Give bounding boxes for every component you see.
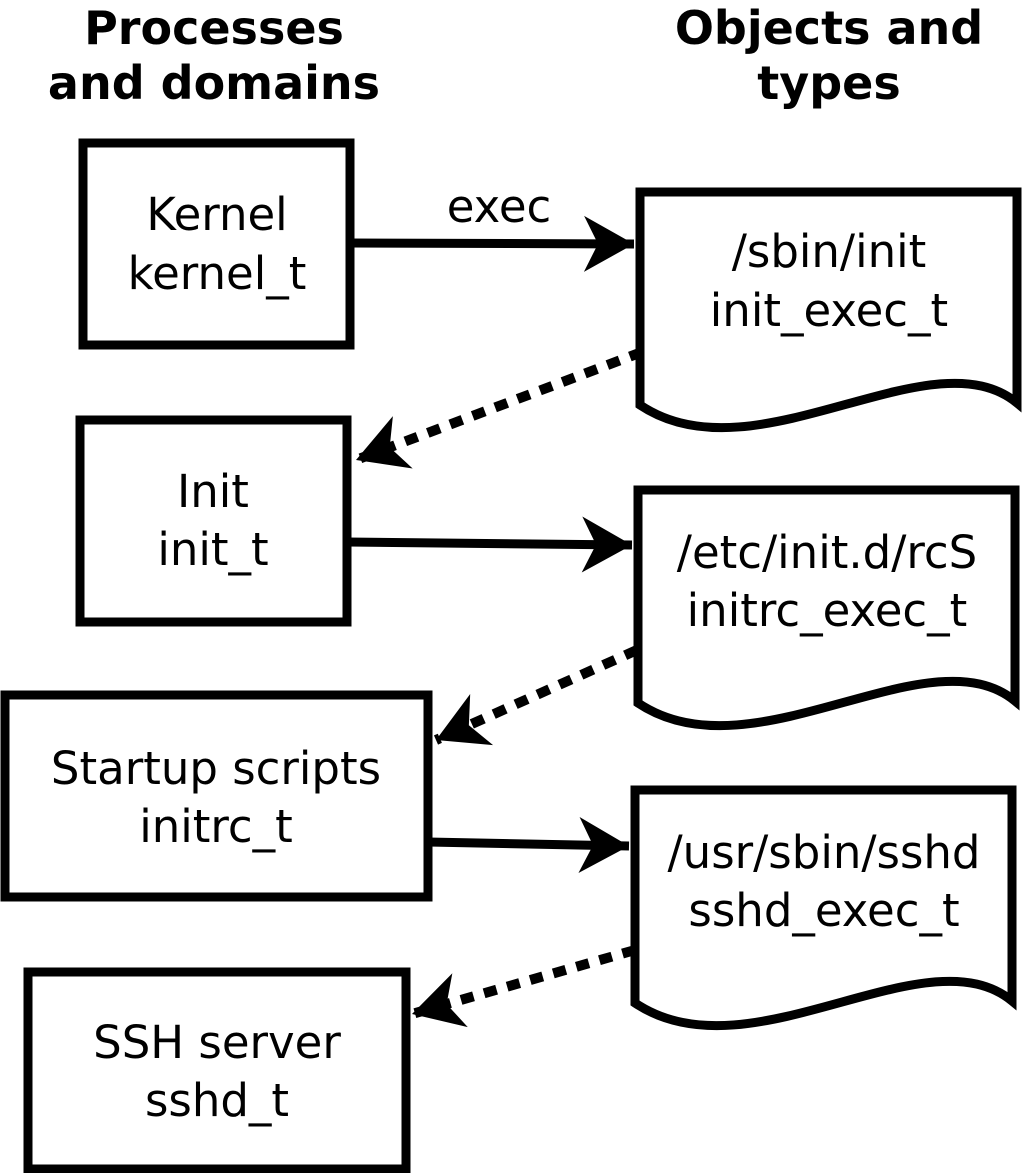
startup-scripts-box xyxy=(0,690,433,902)
process-box-init: Init init_t xyxy=(75,415,352,627)
etc-initd-rcs-doc-type: initrc_exec_t xyxy=(687,584,968,637)
kernel-box-label: Kernel xyxy=(146,188,287,241)
right-header-line1: Objects and xyxy=(675,1,983,55)
process-box-kernel: Kernel kernel_t xyxy=(78,138,355,350)
kernel-box xyxy=(78,138,355,350)
sbin-init-doc-type: init_exec_t xyxy=(710,284,948,337)
object-doc-sbin-init: /sbin/init init_exec_t xyxy=(635,187,1022,433)
left-header-line1: Processes xyxy=(84,1,344,55)
init-box-domain: init_t xyxy=(157,523,268,576)
exec-arrow-label: exec xyxy=(447,180,552,233)
usr-sbin-sshd-doc-path: /usr/sbin/sshd xyxy=(668,826,981,879)
process-box-ssh-server: SSH server sshd_t xyxy=(23,967,411,1173)
ssh-server-box-domain: sshd_t xyxy=(145,1074,289,1127)
process-box-startup-scripts: Startup scripts initrc_t xyxy=(0,690,433,902)
exec-arrow-init-to-rcs xyxy=(346,516,633,573)
ssh-server-box xyxy=(23,967,411,1173)
transition-arrow-init-exec-to-init-t xyxy=(354,347,644,469)
etc-initd-rcs-doc-shape xyxy=(633,485,1020,731)
ssh-server-box-label: SSH server xyxy=(93,1016,341,1069)
startup-scripts-box-domain: initrc_t xyxy=(139,800,293,853)
kernel-box-domain: kernel_t xyxy=(128,247,307,300)
usr-sbin-sshd-doc-shape xyxy=(630,785,1017,1031)
transition-arrow-sshd-exec-to-sshd-t xyxy=(410,945,637,1028)
right-header-line2: types xyxy=(757,56,900,110)
init-box xyxy=(75,415,352,627)
usr-sbin-sshd-doc-type: sshd_exec_t xyxy=(688,884,959,937)
etc-initd-rcs-doc-path: /etc/init.d/rcS xyxy=(677,526,977,579)
left-header-line2: and domains xyxy=(48,56,380,110)
transition-arrow-initrc-exec-to-initrc-t xyxy=(433,645,640,746)
exec-arrow-startup-to-sshd xyxy=(427,817,630,873)
startup-scripts-box-label: Startup scripts xyxy=(51,742,381,795)
object-doc-etc-initd-rcs: /etc/init.d/rcS initrc_exec_t xyxy=(633,485,1020,731)
init-box-label: Init xyxy=(177,465,249,518)
sbin-init-doc-shape xyxy=(635,187,1022,433)
exec-arrow-kernel-to-sbin-init xyxy=(349,215,635,272)
sbin-init-doc-path: /sbin/init xyxy=(732,225,927,278)
object-doc-usr-sbin-sshd: /usr/sbin/sshd sshd_exec_t xyxy=(630,785,1017,1031)
